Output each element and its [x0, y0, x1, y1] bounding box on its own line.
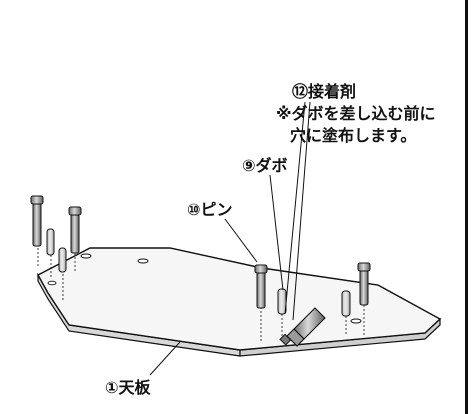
callout-dowel: ⑨ダボ [242, 156, 288, 175]
adhesive-note-line-1: ※ダボを差し込む前に [276, 104, 436, 123]
leader-lines [149, 101, 311, 376]
callout-adhesive: ⑫接着剤 [292, 82, 357, 101]
right-hardware-group [254, 262, 371, 343]
adhesive-note-line-2: 穴に塗布します。 [290, 126, 417, 145]
callout-pin: ⑩ピン [187, 200, 233, 219]
page-border [465, 0, 468, 414]
callout-tabletop: ①天板 [105, 378, 151, 397]
table-top-board [37, 247, 442, 357]
glue-tube-icon [279, 307, 326, 347]
left-hardware-group [30, 195, 82, 300]
